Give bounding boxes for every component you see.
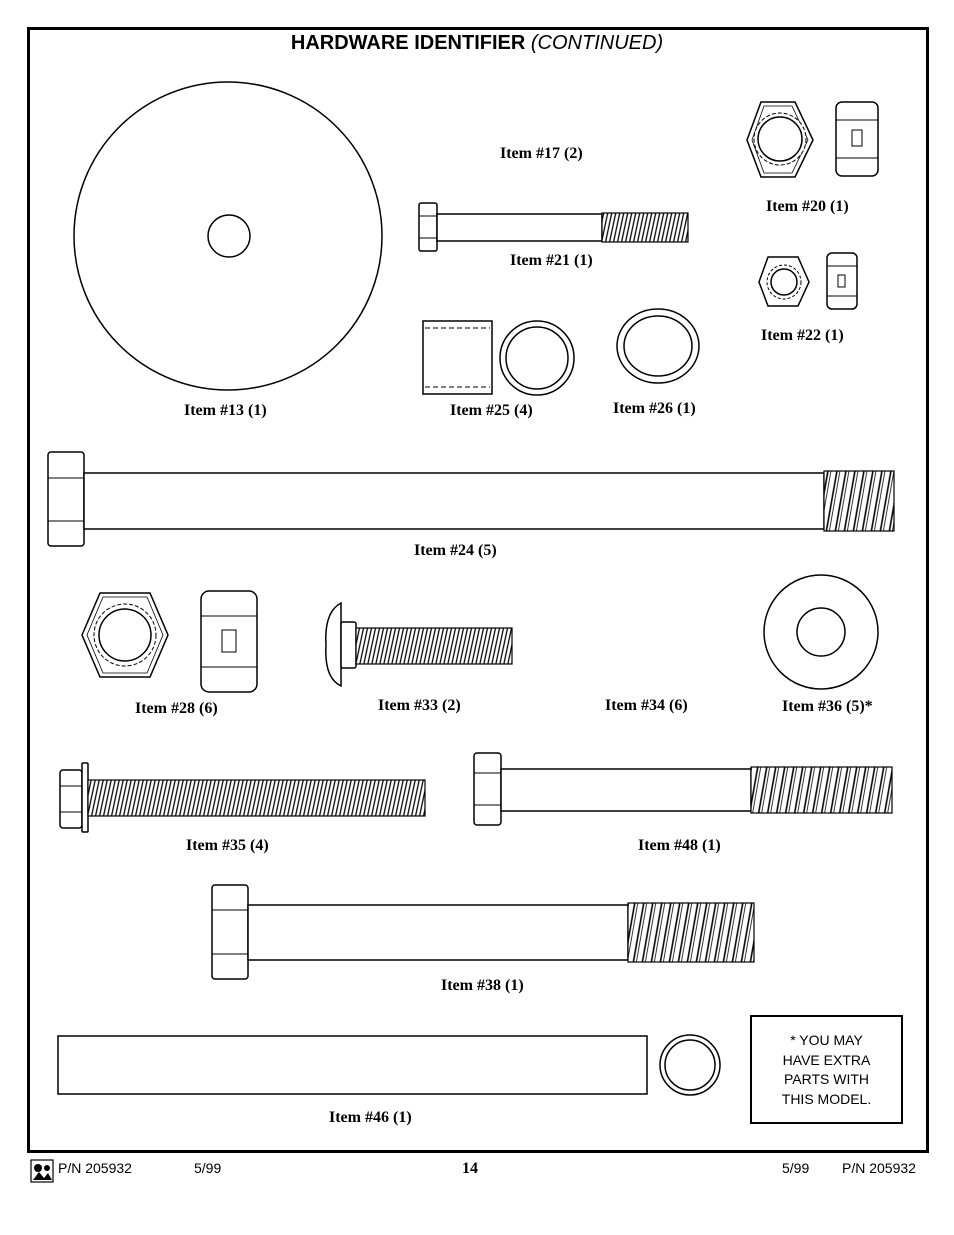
footer-left-part-number: P/N 205932 (58, 1160, 132, 1176)
note-line-2: HAVE EXTRA (782, 1051, 871, 1068)
item-21-bolt (418, 202, 689, 252)
note-line-4: THIS MODEL. (781, 1090, 872, 1107)
label-item-24: Item #24 (5) (414, 542, 497, 559)
label-item-28: Item #28 (6) (135, 700, 218, 717)
label-item-46: Item #46 (1) (329, 1109, 412, 1126)
item-48-bolt (473, 752, 893, 826)
logo-icon (30, 1159, 54, 1183)
label-item-21: Item #21 (1) (510, 252, 593, 269)
note-line-1: * YOU MAY (790, 1032, 863, 1048)
footer-right-date: 5/99 (782, 1160, 810, 1176)
label-item-17: Item #17 (2) (500, 145, 583, 162)
item-26-ring (616, 308, 700, 384)
label-item-38: Item #38 (1) (441, 977, 524, 994)
title-continued: (CONTINUED) (530, 32, 664, 54)
label-item-20: Item #20 (1) (766, 198, 849, 215)
label-item-36: Item #36 (5)* (782, 698, 873, 715)
label-item-13: Item #13 (1) (184, 402, 267, 419)
item-38-bolt (211, 884, 755, 980)
item-22-nut (758, 252, 858, 310)
title-main: HARDWARE IDENTIFIER (290, 32, 526, 54)
label-item-34: Item #34 (6) (605, 697, 688, 714)
item-28-nut (81, 590, 258, 693)
item-36-washer (763, 574, 879, 690)
page-frame (27, 27, 929, 1153)
page-number: 14 (462, 1160, 478, 1177)
label-item-35: Item #35 (4) (186, 837, 269, 854)
label-item-33: Item #33 (2) (378, 697, 461, 714)
footer-right-part-number: P/N 205932 (842, 1160, 916, 1176)
footer-left-date: 5/99 (194, 1160, 222, 1176)
label-item-48: Item #48 (1) (638, 837, 721, 854)
item-25-spacer (422, 320, 575, 396)
label-item-22: Item #22 (1) (761, 327, 844, 344)
label-item-25: Item #25 (4) (450, 402, 533, 419)
item-24-long-bolt (47, 451, 895, 547)
item-46-tube (57, 1034, 721, 1096)
item-33-carriage-bolt (325, 601, 513, 688)
item-35-flange-bolt (59, 762, 426, 833)
note-line-3: PARTS WITH (783, 1071, 870, 1087)
page-title: HARDWARE IDENTIFIER (CONTINUED) (0, 32, 954, 55)
label-item-26: Item #26 (1) (613, 400, 696, 417)
extra-parts-note: * YOU MAY HAVE EXTRA PARTS WITH THIS MOD… (750, 1015, 903, 1124)
item-13-large-washer (73, 81, 383, 391)
item-20-nut (746, 101, 879, 178)
